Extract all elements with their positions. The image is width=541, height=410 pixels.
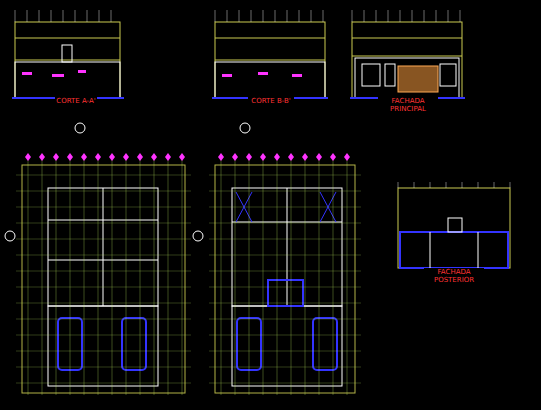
dimension-marker <box>330 153 336 161</box>
grid-line <box>99 10 100 22</box>
grid-line <box>460 10 461 22</box>
grid-line <box>478 182 479 188</box>
grid-line <box>16 207 191 208</box>
grid-line <box>376 10 377 22</box>
grid-line <box>16 303 191 304</box>
grid-line <box>16 239 191 240</box>
grid-line <box>16 255 191 256</box>
grid-line <box>209 191 361 192</box>
dimension-marker <box>260 153 266 161</box>
grid-line <box>16 191 191 192</box>
grid-line <box>209 319 361 320</box>
grid-line <box>16 335 191 336</box>
dimension-marker <box>179 153 185 161</box>
grid-line <box>251 10 252 22</box>
grid-line <box>275 10 276 22</box>
grid-line <box>209 287 361 288</box>
grid-line <box>436 10 437 22</box>
grid-line <box>227 10 228 22</box>
grid-line <box>209 303 361 304</box>
grid-line <box>16 383 191 384</box>
view-title: CORTE A-A' <box>55 97 97 105</box>
dimension-marker <box>25 153 31 161</box>
grid-line <box>510 182 511 188</box>
dimension-marker <box>165 153 171 161</box>
dimension-marker <box>344 153 350 161</box>
grid-line <box>209 383 361 384</box>
grid-line <box>111 10 112 22</box>
dimension-marker <box>53 153 59 161</box>
dimension-marker <box>246 153 252 161</box>
grid-line <box>446 182 447 188</box>
dimension-marker <box>39 153 45 161</box>
dimension-marker <box>274 153 280 161</box>
dimension-marker <box>123 153 129 161</box>
dimension-marker <box>67 153 73 161</box>
view-title: CORTE B-B' <box>248 97 294 105</box>
grid-line <box>462 182 463 188</box>
grid-line <box>63 10 64 22</box>
grid-line <box>16 367 191 368</box>
grid-line <box>352 10 353 22</box>
dimension-marker <box>302 153 308 161</box>
grid-line <box>398 182 399 188</box>
grid-line <box>27 10 28 22</box>
grid-line <box>400 10 401 22</box>
grid-line <box>311 10 312 22</box>
grid-line <box>87 10 88 22</box>
dimension-marker <box>288 153 294 161</box>
grid-line <box>209 335 361 336</box>
dimension-marker <box>137 153 143 161</box>
grid-line <box>215 10 216 22</box>
dimension-marker <box>95 153 101 161</box>
grid-line <box>448 10 449 22</box>
grid-line <box>299 10 300 22</box>
grid-line <box>209 255 361 256</box>
grid-line <box>209 367 361 368</box>
grid-line <box>16 223 191 224</box>
grid-line <box>414 182 415 188</box>
grid-line <box>263 10 264 22</box>
grid-line <box>364 10 365 22</box>
grid-line <box>209 351 361 352</box>
grid-line <box>412 10 413 22</box>
grid-line <box>209 271 361 272</box>
grid-line <box>424 10 425 22</box>
grid-line <box>209 239 361 240</box>
dimension-marker <box>316 153 322 161</box>
grid-line <box>494 182 495 188</box>
grid-line <box>209 207 361 208</box>
grid-line <box>287 10 288 22</box>
grid-line <box>16 287 191 288</box>
grid-line <box>75 10 76 22</box>
grid-line <box>15 10 16 22</box>
dimension-marker <box>109 153 115 161</box>
dimension-marker <box>218 153 224 161</box>
grid-line <box>39 10 40 22</box>
grid-line <box>388 10 389 22</box>
grid-line <box>323 10 324 22</box>
grid-line <box>16 319 191 320</box>
grid-line <box>209 175 361 176</box>
grid-line <box>239 10 240 22</box>
grid-line <box>51 10 52 22</box>
grid-line <box>16 271 191 272</box>
dimension-marker <box>81 153 87 161</box>
dimension-marker <box>151 153 157 161</box>
dimension-marker <box>232 153 238 161</box>
view-title: FACHADA PRINCIPAL <box>378 97 438 113</box>
grid-line <box>16 351 191 352</box>
grid-line <box>16 175 191 176</box>
grid-line <box>430 182 431 188</box>
grid-line <box>209 223 361 224</box>
view-title: FACHADA POSTERIOR <box>424 268 484 284</box>
